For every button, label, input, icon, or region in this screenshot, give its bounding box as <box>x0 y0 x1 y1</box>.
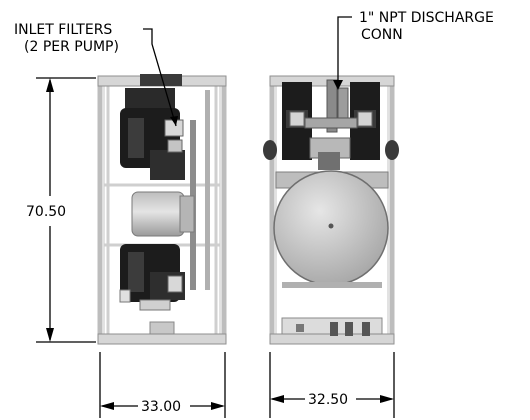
side-width-dimension <box>99 352 226 418</box>
height-dimension <box>36 77 96 343</box>
side-upper-pump <box>120 88 185 180</box>
discharge-label-line2: CONN <box>361 27 403 43</box>
inlet-filters-leader <box>143 28 178 127</box>
side-tank-cylinder <box>131 191 185 237</box>
front-left-pump <box>263 82 312 160</box>
height-dimension-value: 70.50 <box>26 204 66 220</box>
discharge-leader <box>333 16 352 90</box>
discharge-label-line1: 1" NPT DISCHARGE <box>359 10 494 26</box>
discharge-manifold <box>304 79 358 170</box>
front-width-dimension-value: 32.50 <box>308 392 348 408</box>
front-view <box>263 75 399 345</box>
side-width-dimension-value: 33.00 <box>141 399 181 415</box>
side-bottom-rail <box>97 333 227 345</box>
inlet-filters-label-line1: INLET FILTERS <box>14 22 112 38</box>
side-lower-pump <box>119 244 185 311</box>
front-width-dimension <box>269 352 395 418</box>
side-view <box>97 74 227 345</box>
inlet-filters-label-line2: (2 PER PUMP) <box>24 39 119 55</box>
